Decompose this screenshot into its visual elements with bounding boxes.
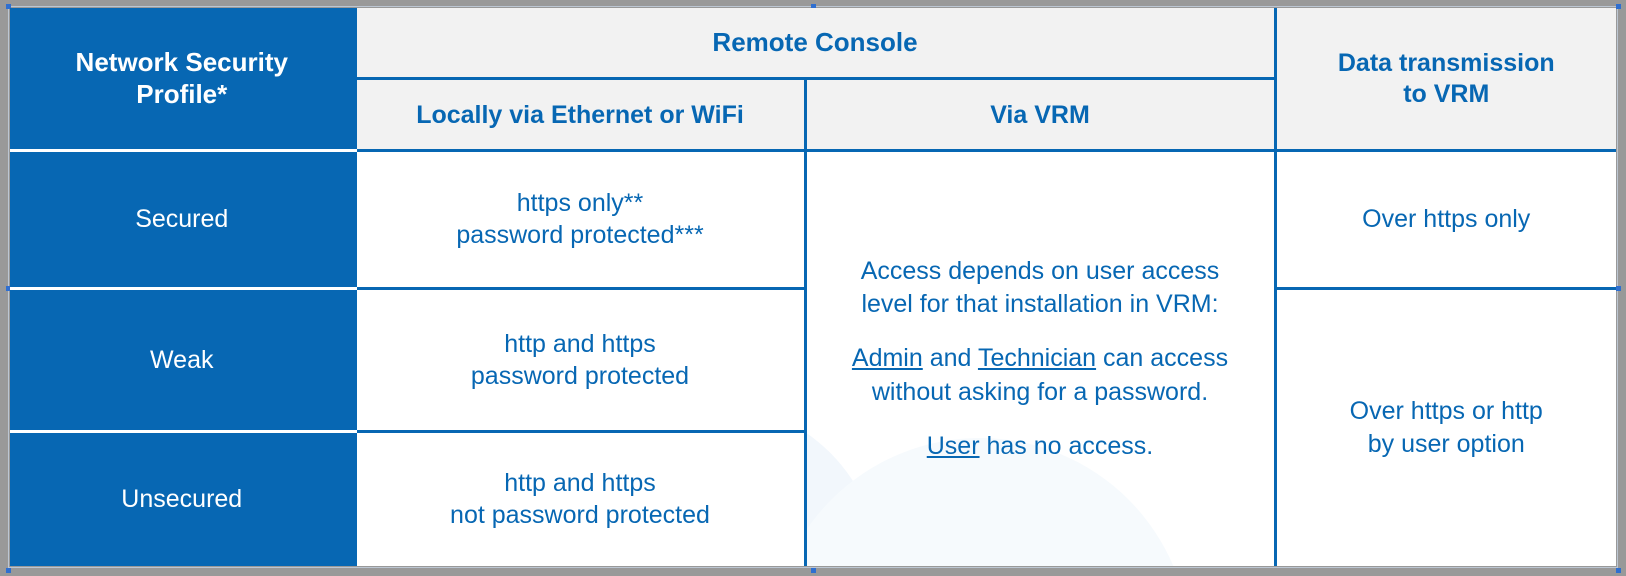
selection-handle-middle-left[interactable] <box>6 286 11 291</box>
vrm-paragraph-2-tail: can access <box>1096 344 1229 373</box>
table-header-row-2: Locally via Ethernet or WiFi Via VRM <box>10 78 1616 152</box>
cell-local-secured: https only** password protected*** <box>353 150 805 290</box>
vrm-paragraph-3: User has no access. <box>815 430 1266 463</box>
header-cell-data-transmission-to-vrm: Data transmission to VRM <box>1273 8 1616 152</box>
selection-handle-middle-right[interactable] <box>1616 286 1621 291</box>
vrm-paragraph-1-line-1: Access depends on user access <box>860 256 1220 285</box>
vrm-paragraph-1-line-2: level for that installation in VRM: <box>861 289 1219 318</box>
selection-handle-top-right[interactable] <box>1616 4 1621 9</box>
vrm-role-user: User <box>926 432 980 461</box>
vrm-spacer-2 <box>815 409 1266 430</box>
selection-handle-bottom-center[interactable] <box>811 568 816 573</box>
selection-handle-bottom-right[interactable] <box>1616 568 1621 573</box>
cell-local-weak-line-2: password protected <box>470 361 690 390</box>
selection-handle-bottom-left[interactable] <box>6 568 11 573</box>
cell-profile-unsecured: Unsecured <box>10 431 355 566</box>
selection-handle-top-left[interactable] <box>6 4 11 9</box>
cell-via-vrm-access-description: Access depends on user access level for … <box>803 150 1275 566</box>
cell-local-weak: http and https password protected <box>353 288 805 433</box>
cell-local-unsecured-line-1: http and https <box>504 469 656 498</box>
selection-frame[interactable] <box>6 4 1621 573</box>
header-profile-line-2: Profile* <box>136 78 228 109</box>
cell-local-secured-line-1: https only** <box>516 189 644 218</box>
cell-data-transmission-secured: Over https only <box>1273 150 1616 290</box>
vrm-paragraph-2-line-1: Admin and Technician can access <box>815 342 1266 375</box>
table-row-weak: Weak http and https password protected O… <box>10 288 1616 566</box>
cell-data-transmission-line-1: Over https or http <box>1349 397 1543 426</box>
header-cell-via-vrm: Via VRM <box>803 78 1275 152</box>
vrm-conjunction: and <box>922 344 978 373</box>
cell-local-unsecured-line-2: not password protected <box>450 501 710 530</box>
network-security-table-object[interactable]: Network Security Profile* Remote Console… <box>10 8 1616 566</box>
header-data-transmission-line-2: to VRM <box>1403 79 1490 108</box>
vrm-role-admin: Admin <box>851 344 923 373</box>
cell-profile-secured: Secured <box>10 150 355 290</box>
table-row-secured: Secured https only** password protected*… <box>10 150 1616 566</box>
header-cell-remote-console: Remote Console <box>353 8 1275 81</box>
vrm-paragraph-3-tail: has no access. <box>979 432 1154 461</box>
cell-local-unsecured: http and https not password protected <box>353 431 805 566</box>
header-cell-locally-via-ethernet-or-wifi: Locally via Ethernet or WiFi <box>353 78 805 152</box>
vrm-paragraph-2-line-2: without asking for a password. <box>871 377 1209 406</box>
header-profile-line-1: Network Security <box>75 46 288 77</box>
cell-local-weak-line-1: http and https <box>504 329 656 358</box>
vrm-spacer-1 <box>815 321 1266 342</box>
vrm-role-technician: Technician <box>977 344 1097 373</box>
table-header-row-1: Network Security Profile* Remote Console… <box>10 8 1616 152</box>
network-security-profile-table: Network Security Profile* Remote Console… <box>10 8 1616 566</box>
header-data-transmission-line-1: Data transmission <box>1337 49 1555 77</box>
cell-data-transmission-weak-unsecured: Over https or http by user option <box>1273 288 1616 566</box>
cell-local-secured-line-2: password protected*** <box>456 221 704 250</box>
cell-profile-weak: Weak <box>10 288 355 433</box>
cell-data-transmission-line-2: by user option <box>1367 429 1525 458</box>
selection-handle-top-center[interactable] <box>811 4 816 9</box>
header-cell-network-security-profile: Network Security Profile* <box>10 8 355 152</box>
